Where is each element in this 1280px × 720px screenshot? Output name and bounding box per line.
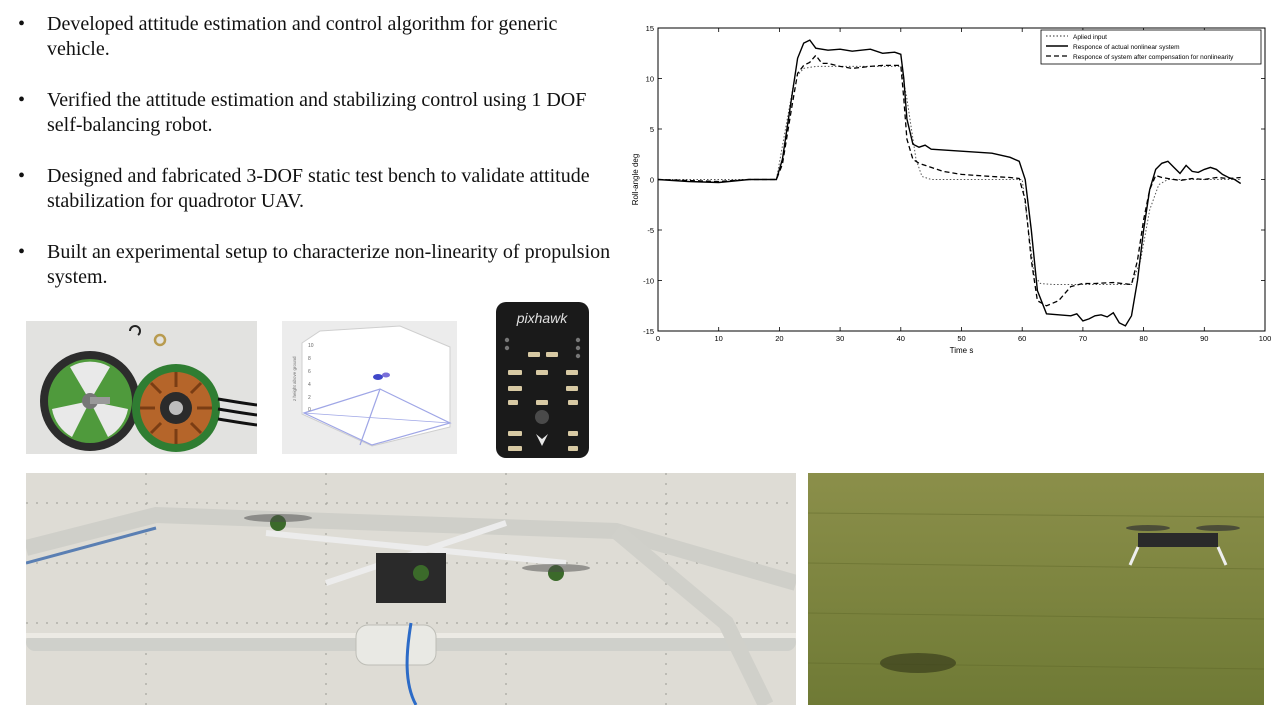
brushless-motor-photo xyxy=(26,321,257,454)
y-tick-label: 5 xyxy=(650,125,654,134)
3d-plot-icon: 10 8 6 4 2 0 z height above ground xyxy=(282,321,457,454)
bullet-item: • Verified the attitude estimation and s… xyxy=(18,88,618,138)
z-tick-label: 2 xyxy=(308,395,311,401)
test-bench-icon xyxy=(26,473,796,705)
quadrotor-test-bench-photo xyxy=(26,473,796,705)
x-tick-label: 10 xyxy=(715,334,723,343)
x-tick-label: 40 xyxy=(897,334,905,343)
x-tick-label: 70 xyxy=(1079,334,1087,343)
3d-simulation-plot: 10 8 6 4 2 0 z height above ground xyxy=(282,321,457,454)
bullet-dot: • xyxy=(18,89,26,111)
field-flight-icon xyxy=(808,473,1264,705)
bullet-item: • Built an experimental setup to charact… xyxy=(18,240,618,290)
x-tick-label: 60 xyxy=(1018,334,1026,343)
x-tick-label: 100 xyxy=(1259,334,1272,343)
z-axis-label: z height above ground xyxy=(292,356,297,401)
x-tick-label: 20 xyxy=(775,334,783,343)
legend-label-2: Responce of actual nonlinear system xyxy=(1073,44,1180,51)
pixhawk-flight-controller: pixhawk xyxy=(494,300,591,460)
brushless-motor-icon xyxy=(26,321,257,454)
x-axis-label: Time s xyxy=(950,346,974,355)
z-tick-label: 6 xyxy=(308,369,311,375)
y-tick-label: -15 xyxy=(643,327,654,336)
legend-box xyxy=(1040,29,1262,65)
bullet-dot: • xyxy=(18,165,26,187)
pixhawk-board-icon: pixhawk xyxy=(496,302,589,458)
drone-shadow xyxy=(880,653,956,673)
y-tick-label: 15 xyxy=(646,24,654,33)
series-line-1 xyxy=(658,65,1241,285)
bullet-dot: • xyxy=(18,13,26,35)
x-tick-label: 50 xyxy=(957,334,965,343)
z-tick-label: 10 xyxy=(308,343,314,349)
x-tick-label: 80 xyxy=(1139,334,1147,343)
y-tick-label: 0 xyxy=(650,176,654,185)
bullet-text: Designed and fabricated 3-DOF static tes… xyxy=(47,165,590,212)
y-tick-label: 10 xyxy=(646,75,654,84)
x-tick-label: 90 xyxy=(1200,334,1208,343)
z-tick-label: 4 xyxy=(308,382,311,388)
z-tick-label: 0 xyxy=(308,407,311,413)
bullet-dot: • xyxy=(18,241,26,263)
pixhawk-brand-label: pixhawk xyxy=(516,310,569,326)
bullet-list: • Developed attitude estimation and cont… xyxy=(18,12,618,316)
bullet-text: Verified the attitude estimation and sta… xyxy=(47,89,587,136)
x-tick-label: 30 xyxy=(836,334,844,343)
bullet-item: • Developed attitude estimation and cont… xyxy=(18,12,618,62)
series-line-3 xyxy=(657,54,1241,307)
quadrotor-field-flight-photo xyxy=(808,473,1264,705)
legend-label-3: Responce of system after compensation fo… xyxy=(1073,54,1234,61)
bullet-text: Built an experimental setup to character… xyxy=(47,241,611,288)
y-tick-label: -10 xyxy=(643,277,654,286)
legend-label-1: Aplied input xyxy=(1073,34,1107,41)
series-lines xyxy=(657,39,1242,327)
bullet-item: • Designed and fabricated 3-DOF static t… xyxy=(18,164,618,214)
quadrotor-icon xyxy=(1126,525,1240,566)
y-tick-label: -5 xyxy=(647,226,654,235)
series-line-2 xyxy=(657,39,1242,327)
y-axis-label: Roll-angle deg xyxy=(631,154,640,206)
bullet-text: Developed attitude estimation and contro… xyxy=(47,13,558,60)
z-tick-label: 8 xyxy=(308,356,311,362)
x-tick-label: 0 xyxy=(656,334,660,343)
